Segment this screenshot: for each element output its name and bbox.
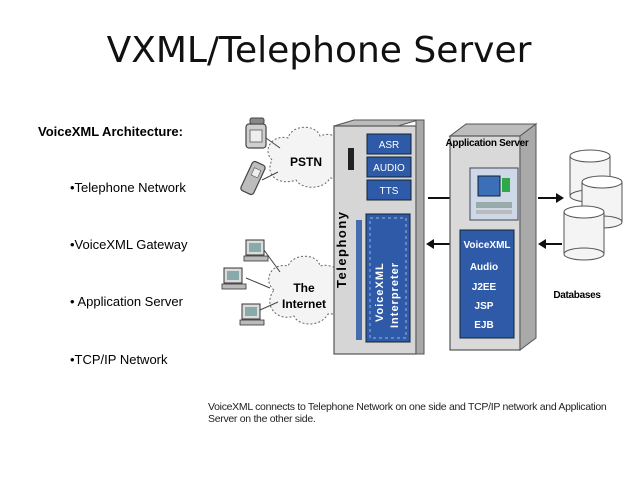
bullet-voicexml-gateway: •VoiceXML Gateway bbox=[70, 237, 188, 252]
database-icon-3 bbox=[563, 205, 605, 261]
tts-label: TTS bbox=[380, 186, 399, 197]
computer-icon-2 bbox=[221, 267, 247, 290]
app-item-voicexml: VoiceXML bbox=[463, 240, 510, 251]
internet-label-the: The bbox=[293, 281, 315, 295]
application-server: Application Server VoiceXML Audio J2EE J… bbox=[446, 123, 538, 351]
desk-phone-icon bbox=[245, 117, 267, 149]
app-item-jsp: JSP bbox=[475, 301, 494, 312]
asr-module bbox=[366, 133, 412, 155]
telephony-label: Telephony bbox=[334, 210, 349, 288]
voicexml-interpreter bbox=[365, 213, 411, 343]
bullet-telephone-network: •Telephone Network bbox=[70, 180, 186, 195]
interpreter-label-interpreter: Interpreter bbox=[389, 262, 401, 328]
internet-cloud: The Internet bbox=[268, 255, 346, 325]
bullet-tcpip-network: •TCP/IP Network bbox=[70, 352, 168, 367]
app-item-audio: Audio bbox=[470, 262, 498, 273]
cordless-phone-icon bbox=[240, 160, 266, 196]
slide-title: VXML/Telephone Server bbox=[106, 30, 532, 71]
app-item-j2ee: J2EE bbox=[472, 282, 497, 293]
arrow-db-to-appserver bbox=[538, 239, 562, 249]
computer-icon-3 bbox=[239, 303, 265, 326]
computer-icon-1 bbox=[243, 239, 269, 262]
audio-module bbox=[366, 156, 412, 178]
arrow-appserver-to-db bbox=[538, 193, 564, 203]
internet-label-internet: Internet bbox=[282, 297, 326, 311]
audio-label: AUDIO bbox=[373, 163, 405, 174]
pstn-label: PSTN bbox=[290, 155, 322, 169]
tts-module bbox=[366, 179, 412, 201]
diagram-caption: VoiceXML connects to Telephone Network o… bbox=[208, 401, 607, 425]
bullet-application-server: • Application Server bbox=[70, 294, 183, 309]
pstn-cloud: PSTN bbox=[267, 126, 347, 188]
architecture-subheading: VoiceXML Architecture: bbox=[38, 124, 183, 139]
app-item-ejb: EJB bbox=[474, 320, 493, 331]
voicexml-gateway: Telephony ASR AUDIO TTS VoiceXML Interpr… bbox=[333, 119, 425, 355]
app-server-title: Application Server bbox=[446, 138, 529, 149]
interpreter-label-voicexml: VoiceXML bbox=[374, 262, 386, 322]
asr-label: ASR bbox=[379, 140, 400, 151]
databases-label: Databases bbox=[553, 290, 601, 301]
